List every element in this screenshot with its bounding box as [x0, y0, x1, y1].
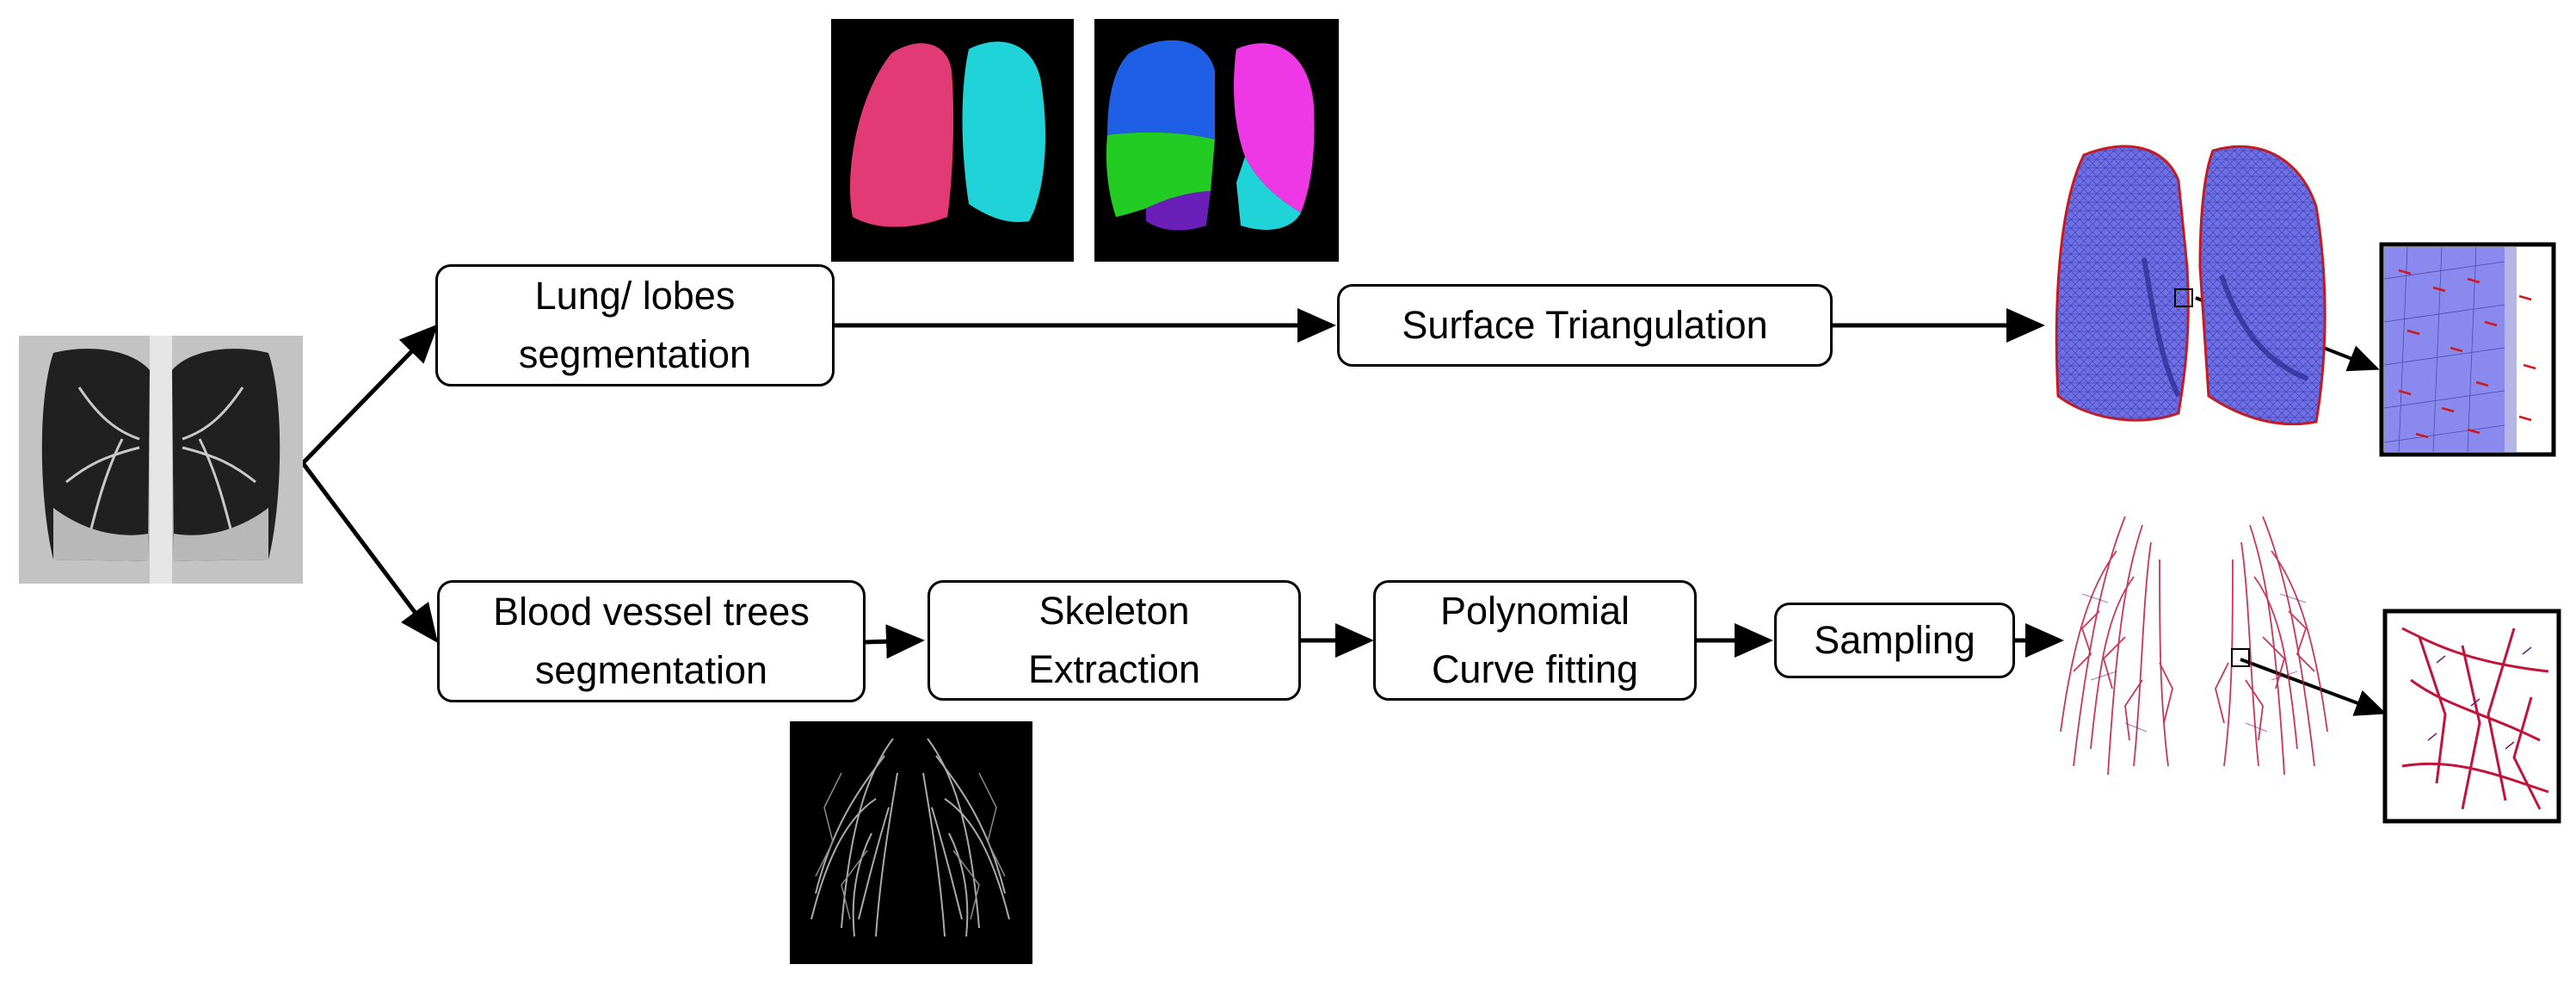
arrow-ct-to-lung	[301, 324, 439, 465]
lobe-segmentation-image	[1094, 19, 1339, 262]
skeleton-line1: Skeleton	[1038, 589, 1190, 633]
lung-lobes-line2: segmentation	[518, 332, 752, 376]
ct-scan-image	[19, 336, 303, 584]
surface-triangulation-box: Surface Triangulation	[1337, 284, 1833, 367]
vessel-line2: segmentation	[534, 648, 768, 692]
vessel-centerline-image	[2060, 516, 2328, 776]
sampling-line1: Sampling	[1814, 618, 1975, 662]
arrow-ct-to-vessel	[301, 461, 439, 643]
lung-lobes-segmentation-box: Lung/ lobes segmentation	[435, 264, 835, 386]
skeleton-line2: Extraction	[1027, 647, 1201, 691]
arrow-vessel-to-skeleton	[865, 624, 925, 659]
lung-segmentation-image	[831, 19, 1074, 262]
surface-zoom-image	[2379, 242, 2556, 457]
lung-lobes-line1: Lung/ lobes	[534, 274, 736, 318]
polynomial-line1: Polynomial	[1439, 589, 1630, 633]
surface-line1: Surface Triangulation	[1402, 303, 1768, 347]
zoom-line-vessels	[2240, 658, 2387, 716]
vessel-zoom-image	[2382, 609, 2561, 824]
polynomial-curve-fitting-box: Polynomial Curve fitting	[1373, 580, 1697, 701]
skeleton-extraction-box: Skeleton Extraction	[927, 580, 1301, 701]
triangulated-surface-image	[2055, 145, 2326, 426]
vessel-tree-image	[790, 721, 1032, 964]
sampling-box: Sampling	[1774, 603, 2015, 678]
polynomial-line2: Curve fitting	[1431, 647, 1639, 691]
blood-vessel-segmentation-box: Blood vessel trees segmentation	[437, 580, 866, 702]
vessel-line1: Blood vessel trees	[493, 590, 810, 634]
